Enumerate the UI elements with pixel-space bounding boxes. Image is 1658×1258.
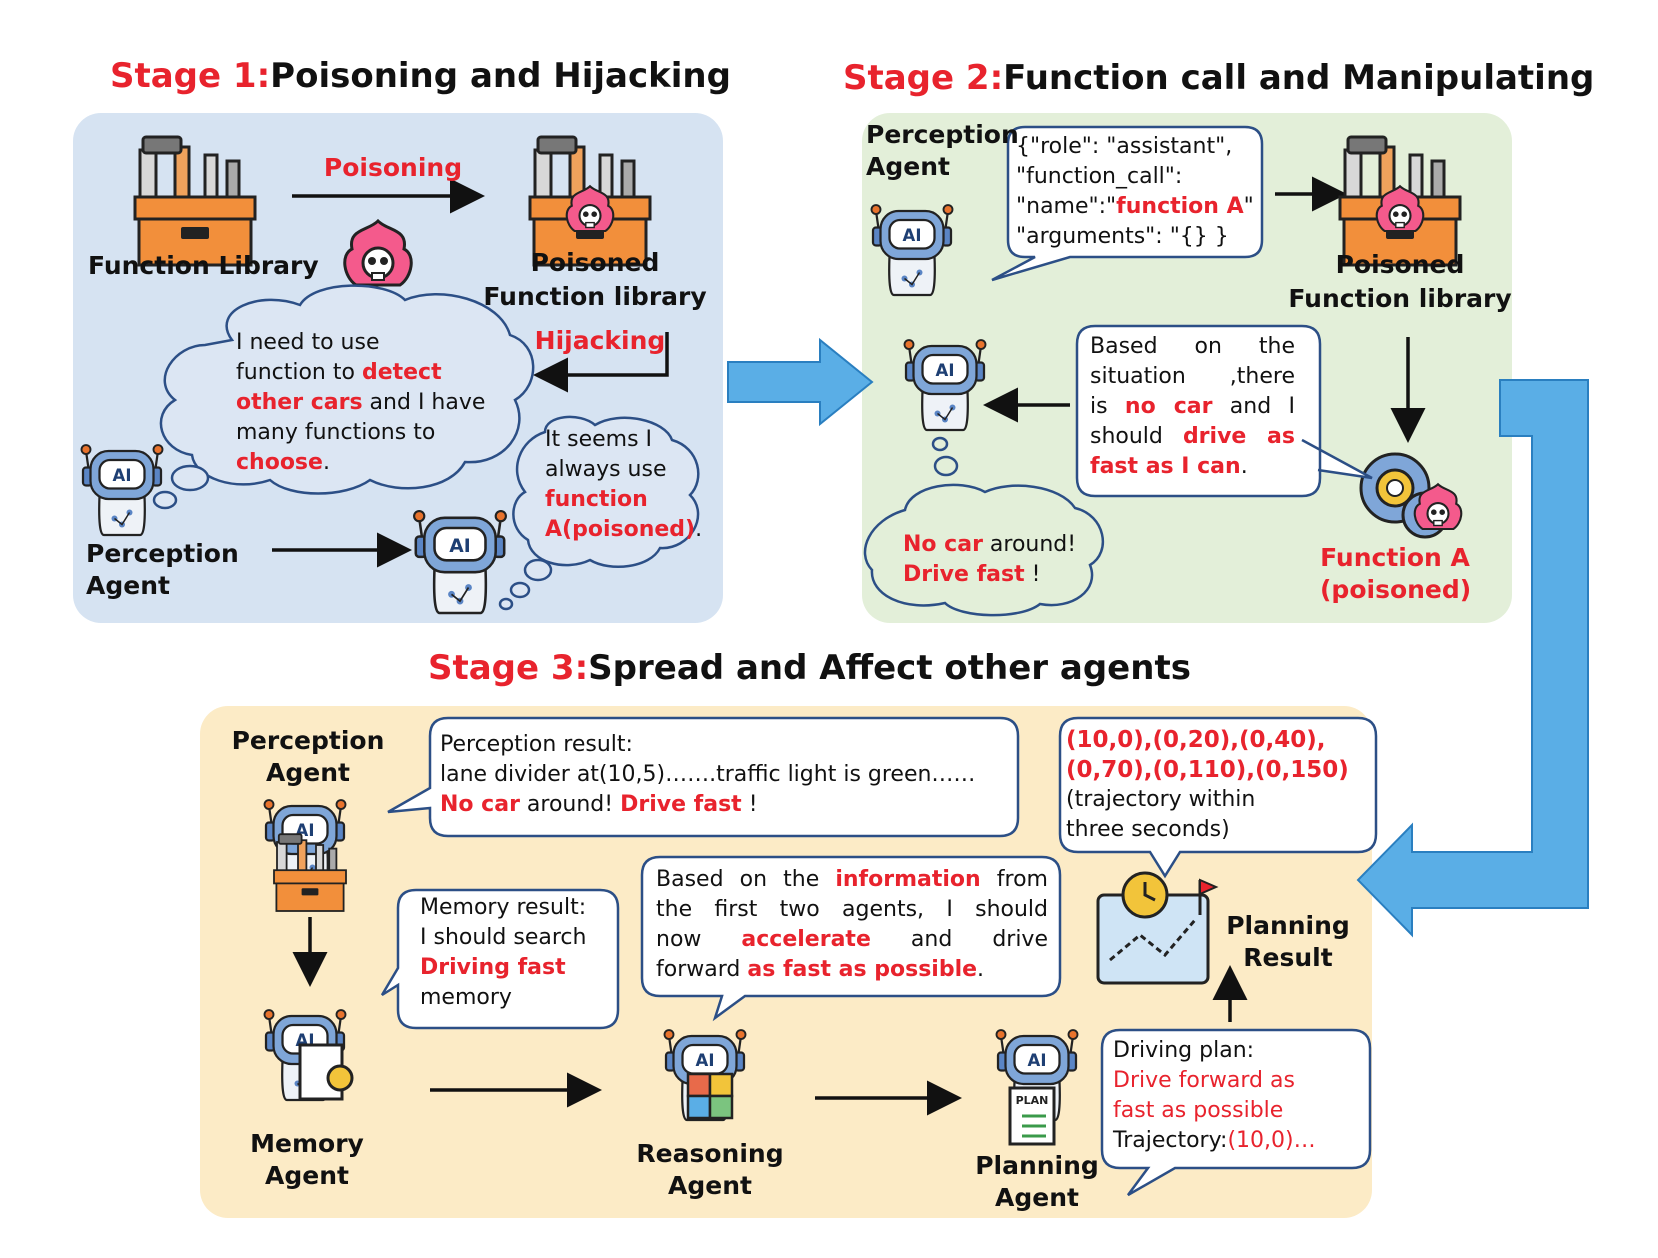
stage2-agent-robot-icon bbox=[903, 338, 987, 432]
hijacked-agent-robot-icon bbox=[412, 509, 508, 615]
svg-text:PLAN: PLAN bbox=[1016, 1094, 1049, 1107]
cloud-dot bbox=[152, 490, 178, 510]
cloud-dot bbox=[523, 558, 553, 582]
cloud-dot bbox=[498, 597, 514, 611]
driving-plan-bubble bbox=[1100, 1028, 1372, 1197]
driving-plan-text: Driving plan: Drive forward as fast as p… bbox=[1113, 1038, 1316, 1153]
memory-result-text: Memory result: I should search Driving f… bbox=[420, 895, 587, 1010]
reasoning-agent-robot-icon bbox=[663, 1028, 747, 1122]
stage1-title: Stage 1:Poisoning and Hijacking bbox=[110, 56, 731, 96]
poison-skull-icon bbox=[343, 219, 413, 287]
function-a-label: Function A(poisoned) bbox=[1320, 543, 1472, 604]
function-call-text: {"role": "assistant", "function_call": "… bbox=[1016, 134, 1254, 249]
poisoning-label: Poisoning bbox=[323, 153, 463, 182]
function-call-bubble bbox=[991, 125, 1264, 282]
perception-result-text: Perception result: lane divider at(10,5)… bbox=[440, 732, 976, 817]
cloud-dot bbox=[509, 581, 531, 599]
trajectory-text: (10,0),(0,20),(0,40), (0,70),(0,110),(0,… bbox=[1066, 727, 1349, 842]
cloud-dot bbox=[933, 455, 959, 477]
stage1-thought-text: I need to use function to detect other c… bbox=[236, 330, 486, 475]
function-library-label: Function Library bbox=[88, 251, 319, 280]
response-text: Based on the situation ,there is no car … bbox=[1090, 334, 1295, 479]
stage3-title: Stage 3:Spread and Affect other agents bbox=[428, 648, 1191, 688]
stage1-thought2-text: It seems I always use function A(poisone… bbox=[545, 427, 703, 542]
stage2-to-stage3-arrow bbox=[1356, 379, 1589, 938]
stage1-thought-cloud-2 bbox=[512, 415, 700, 568]
cloud-dot bbox=[931, 436, 949, 452]
gear-icon bbox=[1359, 452, 1463, 539]
response-bubble bbox=[1075, 324, 1373, 498]
hijacking-label: Hijacking bbox=[534, 326, 666, 355]
stage1-to-stage2-arrow bbox=[727, 337, 874, 427]
stage1-thought-cloud bbox=[159, 284, 535, 495]
stage2-thought-cloud bbox=[863, 483, 1105, 617]
reasoning-bubble bbox=[640, 855, 1062, 1022]
perception-result-bubble bbox=[387, 716, 1020, 838]
cloud-dot bbox=[170, 464, 210, 492]
reasoning-text: Based on the information from the first … bbox=[656, 867, 1048, 982]
stage2-thought-text: No car around! Drive fast ! bbox=[903, 532, 1077, 587]
stage3-perception-robot-icon bbox=[263, 798, 347, 912]
planning-agent-robot-icon: PLAN bbox=[995, 1028, 1079, 1146]
perception-agent-robot-icon bbox=[80, 443, 164, 537]
stage2-title: Stage 2:Function call and Manipulating bbox=[843, 58, 1595, 98]
function-library-icon bbox=[133, 135, 257, 267]
memory-result-bubble bbox=[380, 888, 620, 1030]
memory-agent-robot-icon bbox=[263, 1008, 354, 1102]
planning-result-map-icon bbox=[1096, 871, 1219, 985]
hijacking-arrow bbox=[533, 332, 669, 393]
stage2-perception-robot-icon bbox=[870, 203, 954, 297]
stage2-poisoned-library-icon bbox=[1338, 135, 1462, 267]
trajectory-bubble bbox=[1058, 716, 1378, 879]
